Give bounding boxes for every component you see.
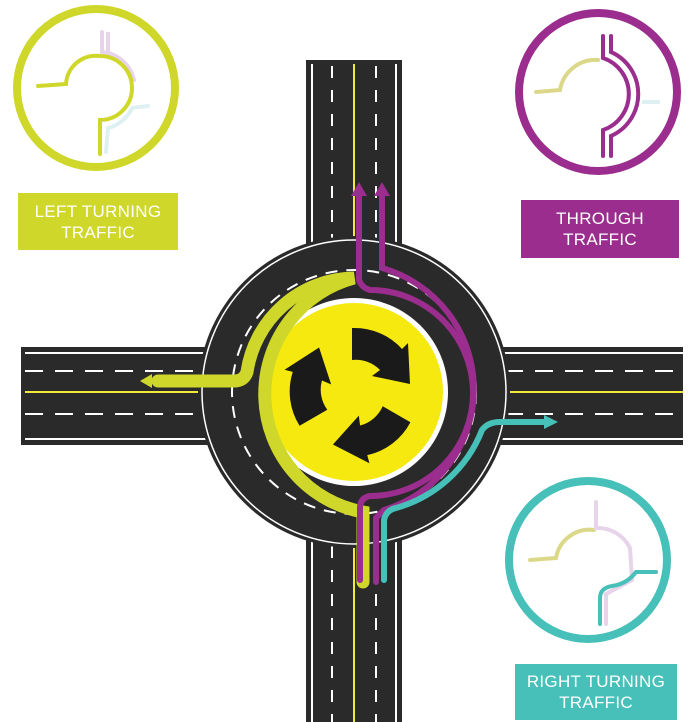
right-turn-route-icon [505, 477, 671, 643]
left-turn-label-line1: LEFT TURNING [34, 201, 162, 221]
right-turn-label-line1: RIGHT TURNING [526, 672, 666, 691]
through-label-bg [521, 200, 679, 258]
right-turn-label-bg [515, 664, 677, 720]
lane-markings [25, 64, 683, 722]
left-turn-label-bg [18, 193, 178, 250]
through-route-icon [515, 9, 681, 175]
through-label: THROUGH TRAFFIC [521, 200, 679, 258]
through-route [351, 182, 477, 585]
through-label-line1: THROUGH [555, 209, 645, 228]
left-turn-label: LEFT TURNING TRAFFIC [18, 193, 178, 250]
circular-arrows-icon [270, 327, 411, 473]
through-label-line2: TRAFFIC [563, 230, 637, 249]
right-turn-label: RIGHT TURNING TRAFFIC [515, 664, 677, 720]
left-turn-label-line2: TRAFFIC [61, 222, 135, 242]
right-turn-route [381, 415, 558, 583]
left-turn-route-icon [13, 5, 179, 171]
left-turn-route [140, 271, 370, 589]
right-turn-label-line2: TRAFFIC [559, 693, 633, 712]
